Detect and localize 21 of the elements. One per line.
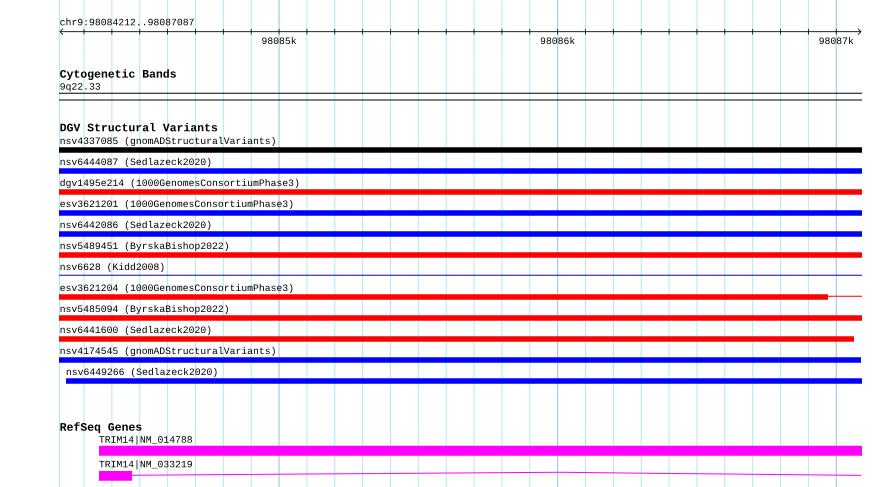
feature-label: nsv5485094 (ByrskaBishop2022) <box>60 304 228 314</box>
feature-label: nsv4174545 (gnomADStructuralVariants) <box>60 346 275 356</box>
feature-label: esv3621201 (1000GenomesConsortiumPhase3) <box>60 200 292 210</box>
feature-label: TRIM14|NM_014788 <box>99 436 192 445</box>
locus-label: chr9:98084212..98087087 <box>60 18 194 26</box>
feature-label: esv3621204 (1000GenomesConsortiumPhase3) <box>60 284 292 294</box>
feature-label: nsv5489451 (ByrskaBishop2022) <box>60 242 228 252</box>
track-title: RefSeq Genes <box>60 422 142 434</box>
tick-label: 98086k <box>540 36 575 44</box>
tick-label: 98087k <box>819 36 854 44</box>
feature-label: nsv4337085 (gnomADStructuralVariants) <box>60 136 275 146</box>
track-title: DGV Structural Variants <box>60 123 218 132</box>
feature-label: nsv6444087 (Sedlazeck2020) <box>60 158 210 168</box>
feature-label: nsv6449266 (Sedlazeck2020) <box>66 368 217 378</box>
feature-label: nsv6442086 (Sedlazeck2020) <box>60 220 210 230</box>
feature-label: nsv6628 (Kidd2008) <box>60 262 164 272</box>
feature-label: 9q22.33 <box>60 83 100 92</box>
tick-label: 98085k <box>262 36 296 44</box>
feature-label: nsv6441600 (Sedlazeck2020) <box>60 326 210 336</box>
feature-label: TRIM14|NM_033219 <box>99 460 192 470</box>
feature-label: dgv1495e214 (1000GenomesConsortiumPhase3) <box>60 178 298 188</box>
